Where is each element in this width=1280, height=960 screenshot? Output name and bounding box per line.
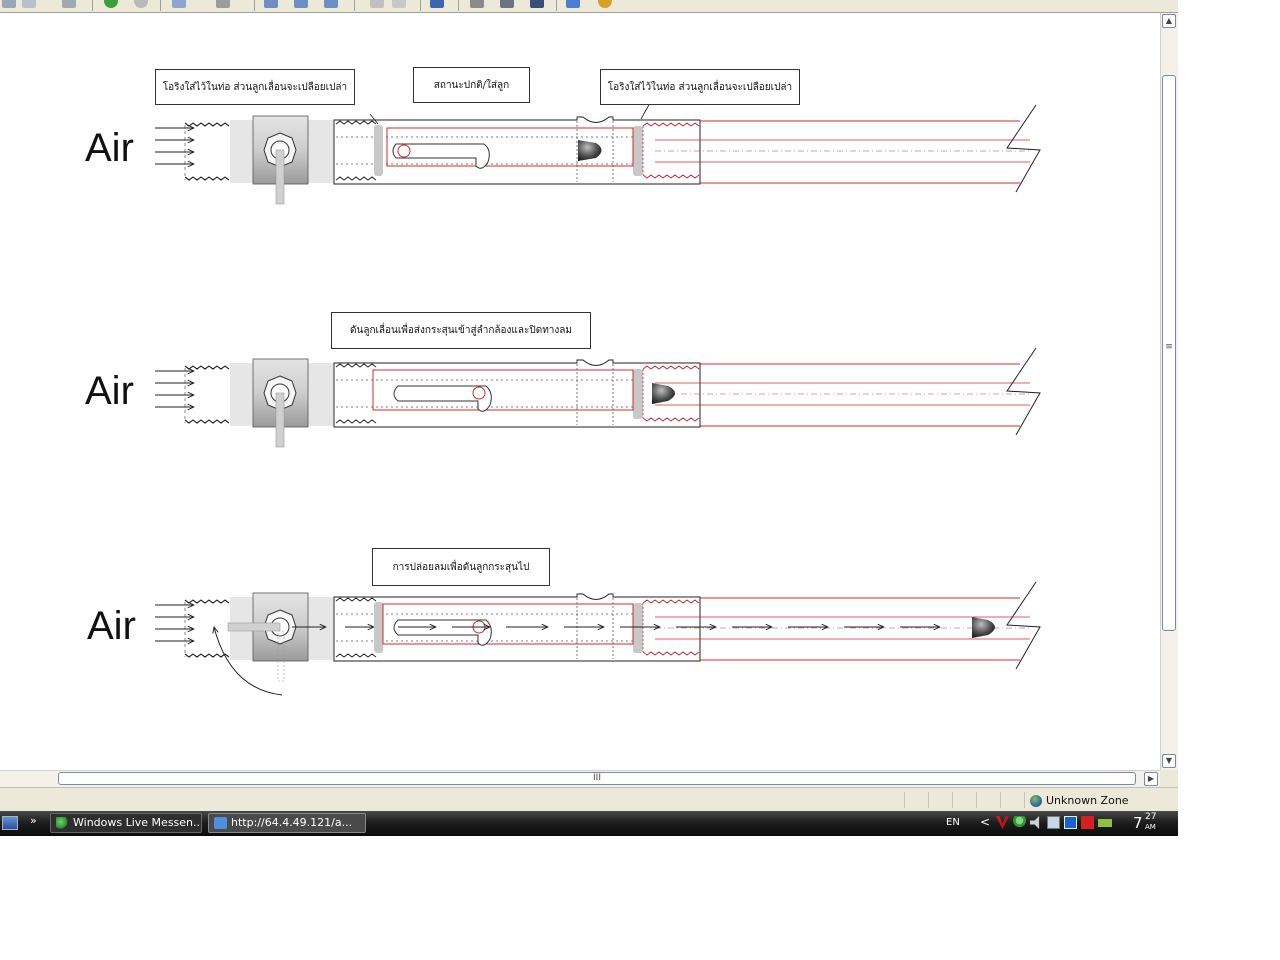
toolbar-separator <box>354 0 355 11</box>
system-tray: EN < 7 27 AM <box>940 811 1178 836</box>
stop-icon[interactable] <box>134 0 148 8</box>
scroll-up-button[interactable]: ▲ <box>1162 14 1176 28</box>
toolbar-separator <box>556 0 557 11</box>
scroll-down-button[interactable]: ▼ <box>1162 754 1176 768</box>
media-icon[interactable] <box>530 0 544 8</box>
toolbar-separator <box>458 0 459 11</box>
scroll-right-button[interactable]: ▶ <box>1144 772 1158 786</box>
zone-label: Unknown Zone <box>1046 794 1129 807</box>
save-icon[interactable] <box>324 0 338 8</box>
print-icon[interactable] <box>294 0 308 8</box>
clock-ampm: AM <box>1145 823 1156 831</box>
media-player-icon[interactable] <box>1064 816 1077 829</box>
messenger-tray-icon[interactable] <box>1013 816 1026 829</box>
tray-expand-chevron[interactable]: < <box>980 815 991 829</box>
status-separator <box>976 792 977 808</box>
window-icon[interactable] <box>566 0 580 8</box>
copy-icon[interactable] <box>370 0 384 8</box>
task-browser-label: http://64.4.49.121/a... <box>231 816 353 829</box>
task-browser[interactable]: http://64.4.49.121/a... <box>208 813 366 833</box>
horizontal-scrollbar[interactable]: III ▶ <box>0 770 1160 787</box>
ie-icon <box>214 817 227 829</box>
paste-icon[interactable] <box>392 0 406 8</box>
stage-3-diagram <box>155 581 1041 696</box>
forward-icon[interactable] <box>22 0 36 8</box>
go-icon[interactable] <box>104 0 118 8</box>
status-separator <box>1024 792 1025 808</box>
callout-release-air: การปล่อยลมเพื่อดันลูกกระสุนไป <box>372 548 550 586</box>
back-icon[interactable] <box>2 0 16 8</box>
globe-icon <box>1030 794 1042 807</box>
stage-1-diagram <box>155 102 1041 205</box>
air-label-stage-3: Air <box>87 604 136 648</box>
page-icon[interactable] <box>264 0 278 8</box>
notification-n-icon[interactable] <box>1081 816 1094 829</box>
page-content: Air Air Air โอริงใส่ไว้ในท่อ ส่วนลูกเลื่… <box>0 13 1160 770</box>
air-label-stage-1: Air <box>85 126 134 170</box>
tools-icon[interactable] <box>500 0 514 8</box>
vertical-grip: ≡ <box>1165 342 1173 352</box>
history-icon[interactable] <box>62 0 76 8</box>
callout-push-bolt: ดันลูกเลื่อนเพื่อส่งกระสุนเข้าสู่ลำกล้อง… <box>331 312 591 349</box>
callout-normal-load: สถานะปกติ/ใส่ลูก <box>413 67 530 103</box>
language-indicator[interactable]: EN <box>946 817 960 828</box>
callout-oring-left: โอริงใส่ไว้ในท่อ ส่วนลูกเลื่อนจะเปลือยเป… <box>155 69 355 105</box>
battery-icon[interactable] <box>1098 819 1112 827</box>
quicklaunch-chevron[interactable]: » <box>30 814 37 827</box>
vertical-scroll-thumb[interactable]: ≡ <box>1162 75 1176 631</box>
status-separator <box>1000 792 1001 808</box>
task-messenger-label: Windows Live Messen... <box>73 816 202 829</box>
find-icon[interactable] <box>430 0 444 8</box>
toolbar-separator <box>254 0 255 11</box>
status-separator <box>952 792 953 808</box>
security-zone[interactable]: Unknown Zone <box>1030 794 1129 807</box>
volume-icon[interactable] <box>1030 816 1040 829</box>
stage-2-diagram <box>155 347 1041 448</box>
favorites-icon[interactable] <box>470 0 484 8</box>
network-icon[interactable] <box>1047 816 1060 829</box>
horizontal-scroll-thumb[interactable]: III <box>58 772 1136 785</box>
show-desktop-icon[interactable] <box>2 816 18 830</box>
scrollbar-corner <box>1160 770 1178 787</box>
status-separator <box>928 792 929 808</box>
messenger-icon[interactable] <box>598 0 612 8</box>
antivirus-icon[interactable] <box>996 816 1009 829</box>
taskbar: » Windows Live Messen... http://64.4.49.… <box>0 811 1178 836</box>
task-messenger[interactable]: Windows Live Messen... <box>50 813 202 833</box>
refresh-icon[interactable] <box>172 0 186 8</box>
clock-minute: 27 <box>1145 812 1157 822</box>
home-icon[interactable] <box>216 0 230 8</box>
toolbar-separator <box>92 0 93 11</box>
vertical-scrollbar[interactable]: ▲ ≡ ▼ <box>1160 13 1178 770</box>
callout-oring-right: โอริงใส่ไว้ในท่อ ส่วนลูกเลื่อนจะเปลือยเป… <box>600 69 800 105</box>
airgun-diagram <box>155 102 1041 696</box>
status-bar: Unknown Zone <box>0 787 1178 812</box>
status-separator <box>904 792 905 808</box>
toolbar-separator <box>420 0 421 11</box>
air-label-stage-2: Air <box>85 369 134 413</box>
browser-toolbar <box>0 0 1178 13</box>
toolbar-separator <box>160 0 161 11</box>
messenger-people-icon <box>56 817 69 829</box>
clock-hour[interactable]: 7 <box>1133 814 1143 832</box>
